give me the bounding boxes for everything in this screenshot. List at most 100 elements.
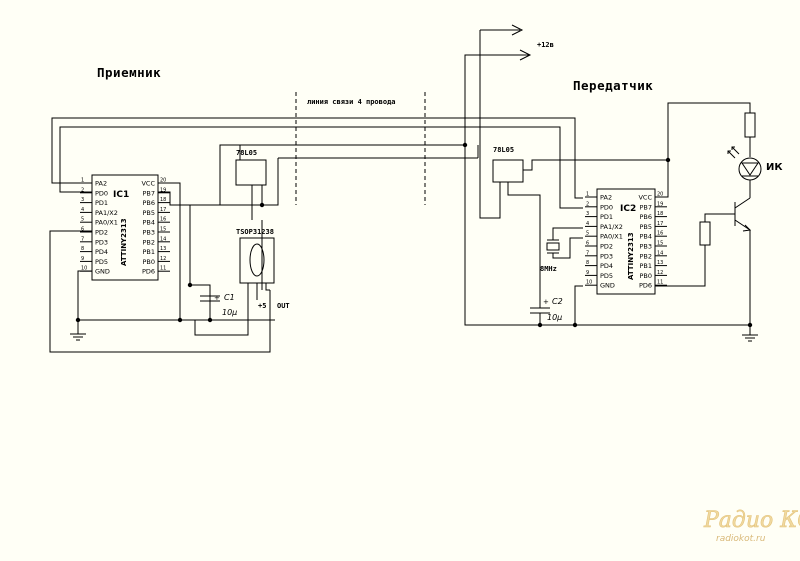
receiver-wiring [49, 145, 279, 353]
pin-number: 9 [81, 256, 84, 262]
transmitter-title: Передатчик [573, 78, 653, 93]
pin-number: 16 [657, 231, 663, 237]
pin-number: 20 [160, 178, 166, 184]
pin-name: VCC [141, 180, 155, 188]
pin-name: PB4 [142, 219, 155, 227]
pin-name: PB2 [639, 252, 652, 260]
ic1-part: ATTINY2313 [120, 218, 128, 266]
pin-name: PD3 [95, 238, 108, 246]
pin-name: PD5 [95, 258, 108, 266]
pin-number: 6 [586, 241, 589, 247]
pin-number: 9 [586, 270, 589, 276]
pin-name: PB7 [142, 189, 155, 197]
pin-number: 1 [81, 178, 84, 184]
pin-number: 8 [586, 260, 589, 266]
pin-number: 3 [586, 211, 589, 217]
svg-text:Радио КОТ: Радио КОТ [703, 508, 800, 533]
pin-name: PB3 [639, 243, 652, 251]
receiver-regulator-body [235, 159, 267, 186]
pin-number: 17 [160, 207, 166, 213]
tsop-out-label: OUT [277, 302, 290, 310]
ir-led-symbol [727, 146, 762, 181]
ir-led-label: ИК [766, 162, 783, 173]
tsop-lens [249, 243, 265, 277]
pin-number: 8 [81, 246, 84, 252]
pin-name: PB2 [142, 238, 155, 246]
pin-number: 4 [81, 207, 84, 213]
ic1-ref: IC1 [113, 190, 129, 200]
ic2-chip: IC2 ATTINY2313 PA21PD02PD13PA1/X24PA0/X1… [585, 188, 667, 295]
pin-name: PB7 [639, 203, 652, 211]
supply-12v-label: +12в [537, 41, 554, 49]
pin-name: PD1 [600, 213, 613, 221]
pin-number: 2 [81, 187, 84, 193]
pin-name: PA1/X2 [95, 209, 118, 217]
pin-number: 11 [657, 280, 663, 286]
pin-number: 19 [657, 201, 663, 207]
c2-plus-sign: + [543, 298, 549, 306]
pin-name: PB0 [639, 272, 652, 280]
ic1-left-pins: PA21PD02PD13PA1/X24PA0/X15PD26PD37PD48PD… [80, 178, 118, 276]
tsop-plus5-label: +5 [258, 302, 266, 310]
c2-value: 10µ [547, 313, 562, 322]
ic2-part: ATTINY2313 [627, 232, 635, 280]
pin-name: PB3 [142, 229, 155, 237]
pin-name: PB1 [142, 248, 155, 256]
ic1-chip: IC1 ATTINY2313 PA21PD02PD13PA1/X24PA0/X1… [80, 174, 170, 281]
pin-number: 4 [586, 221, 589, 227]
pin-name: PB0 [142, 258, 155, 266]
pin-name: PD0 [600, 203, 613, 211]
pin-name: PD3 [600, 252, 613, 260]
pin-name: PA1/X2 [600, 223, 623, 231]
pin-number: 7 [586, 250, 589, 256]
receiver-ground-symbol [70, 320, 86, 341]
pin-number: 5 [81, 217, 84, 223]
pin-name: PD0 [95, 189, 108, 197]
c1-plus-sign: + [214, 294, 220, 302]
tsop-label: TSOP31238 [236, 228, 274, 236]
pin-number: 10 [81, 266, 87, 272]
pin-name: PD5 [600, 272, 613, 280]
ic2-ref: IC2 [620, 204, 636, 214]
link-label: линия связи 4 провода [307, 98, 396, 106]
pin-number: 13 [657, 260, 663, 266]
pin-number: 5 [586, 231, 589, 237]
pin-name: PD4 [600, 262, 613, 270]
pin-name: PA2 [600, 194, 612, 202]
pin-name: PA0/X1 [600, 233, 623, 241]
pin-number: 11 [160, 266, 166, 272]
c1-ref: C1 [224, 293, 235, 302]
ic2-left-pins: PA21PD02PD13PA1/X24PA0/X15PD26PD37PD48PD… [585, 192, 623, 290]
pin-number: 13 [160, 246, 166, 252]
watermark-logo: Радио КОТ radiokot.ru [703, 508, 800, 544]
crystal-label: 8MHz [540, 265, 557, 273]
pin-number: 12 [657, 270, 663, 276]
pin-number: 7 [81, 236, 84, 242]
pin-number: 1 [586, 192, 589, 198]
pin-name: PD1 [95, 199, 108, 207]
svg-text:radiokot.ru: radiokot.ru [716, 534, 766, 544]
pin-number: 20 [657, 192, 663, 198]
pin-name: PB1 [639, 262, 652, 270]
pin-number: 15 [657, 241, 663, 247]
pin-name: PB5 [639, 223, 652, 231]
pin-name: PB6 [142, 199, 155, 207]
pin-number: 16 [160, 217, 166, 223]
pin-name: GND [600, 282, 615, 290]
pin-number: 18 [657, 211, 663, 217]
pin-name: VCC [638, 194, 652, 202]
transmitter-regulator-label: 78L05 [493, 146, 514, 154]
link-bus-wires [51, 117, 583, 209]
pin-name: PD4 [95, 248, 108, 256]
c2-ref: C2 [552, 297, 563, 306]
led-resistor [744, 112, 756, 138]
pin-number: 14 [160, 236, 166, 242]
pin-number: 3 [81, 197, 84, 203]
pin-name: PB5 [142, 209, 155, 217]
receiver-regulator-label: 78L05 [236, 149, 257, 157]
pin-number: 19 [160, 187, 166, 193]
pin-name: PA2 [95, 180, 107, 188]
